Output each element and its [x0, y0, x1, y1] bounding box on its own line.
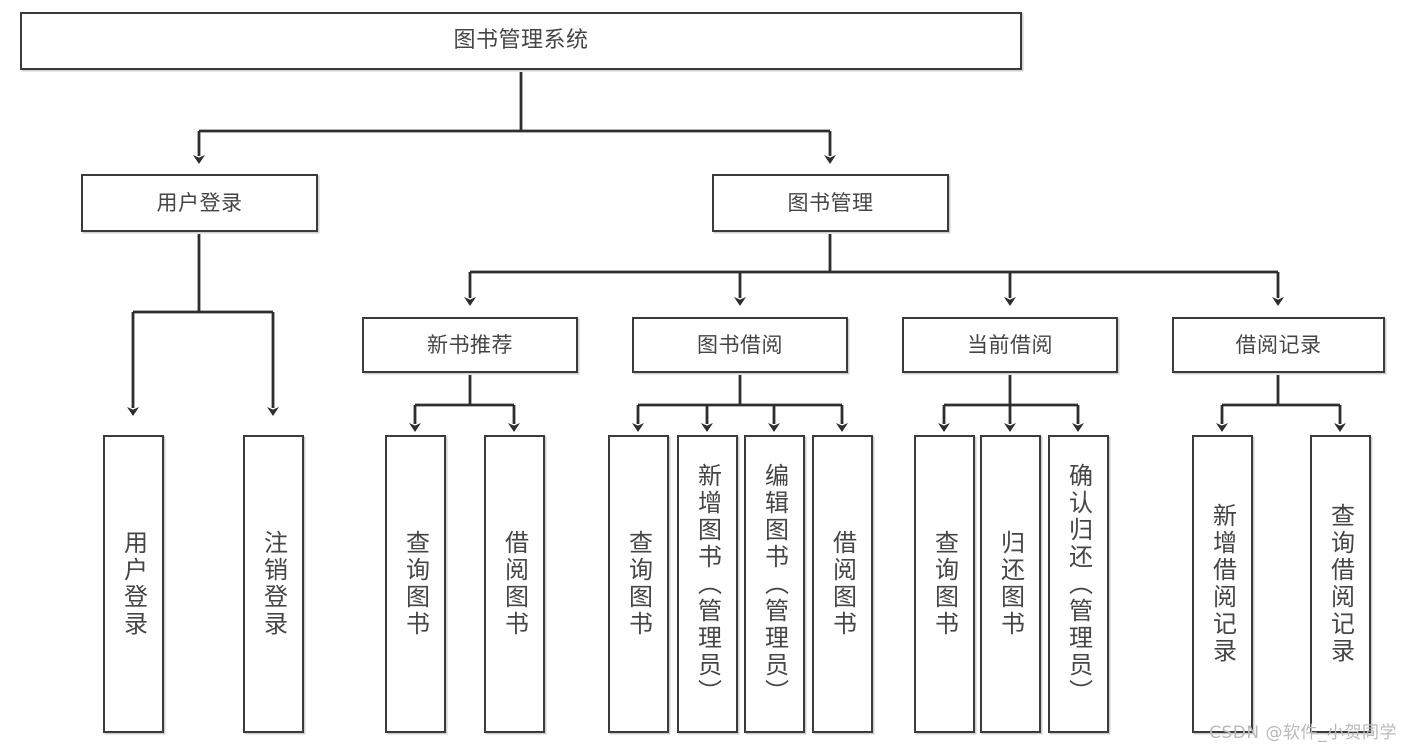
node-leaf-query-book-2-label: 查询图书: [624, 530, 653, 638]
node-leaf-add-record-label: 新增借阅记录: [1208, 503, 1237, 665]
node-leaf-edit-book[interactable]: 编辑图书（管理员）: [744, 435, 805, 733]
node-leaf-borrow-book-2[interactable]: 借阅图书: [812, 435, 873, 733]
node-leaf-user-logout[interactable]: 注销登录: [243, 435, 304, 733]
node-leaf-return-book-label: 归还图书: [996, 530, 1025, 638]
node-book-manage[interactable]: 图书管理: [712, 174, 949, 232]
watermark: CSDN @软件_小贺同学: [1209, 723, 1397, 743]
node-user-login-label: 用户登录: [156, 190, 243, 215]
node-leaf-user-login[interactable]: 用户登录: [103, 435, 164, 733]
node-leaf-confirm-return[interactable]: 确认归还（管理员）: [1048, 435, 1109, 733]
node-leaf-user-login-label: 用户登录: [119, 530, 148, 638]
node-root-label: 图书管理系统: [453, 28, 589, 54]
node-current-borrow[interactable]: 当前借阅: [902, 317, 1118, 373]
node-leaf-user-logout-label: 注销登录: [259, 530, 288, 638]
node-leaf-edit-book-label: 编辑图书（管理员）: [760, 462, 789, 706]
node-book-borrow-label: 图书借阅: [697, 332, 783, 357]
node-leaf-query-record-label: 查询借阅记录: [1326, 503, 1355, 665]
node-borrow-record[interactable]: 借阅记录: [1172, 317, 1385, 373]
node-current-borrow-label: 当前借阅: [967, 332, 1053, 357]
node-leaf-return-book[interactable]: 归还图书: [980, 435, 1041, 733]
node-leaf-borrow-book-1[interactable]: 借阅图书: [484, 435, 545, 733]
node-leaf-query-book-3[interactable]: 查询图书: [914, 435, 975, 733]
node-user-login[interactable]: 用户登录: [81, 174, 318, 232]
node-leaf-query-book-3-label: 查询图书: [930, 530, 959, 638]
node-book-borrow[interactable]: 图书借阅: [632, 317, 848, 373]
node-leaf-query-book-1[interactable]: 查询图书: [385, 435, 446, 733]
node-new-book-rec-label: 新书推荐: [427, 332, 513, 357]
node-leaf-query-record[interactable]: 查询借阅记录: [1310, 435, 1371, 733]
node-leaf-add-book[interactable]: 新增图书（管理员）: [677, 435, 738, 733]
node-borrow-record-label: 借阅记录: [1235, 332, 1322, 357]
node-leaf-borrow-book-1-label: 借阅图书: [500, 530, 529, 638]
node-leaf-confirm-return-label: 确认归还（管理员）: [1064, 462, 1093, 706]
node-new-book-rec[interactable]: 新书推荐: [362, 317, 578, 373]
node-leaf-add-book-label: 新增图书（管理员）: [693, 462, 722, 706]
node-root[interactable]: 图书管理系统: [20, 12, 1022, 70]
node-leaf-query-book-1-label: 查询图书: [401, 530, 430, 638]
node-leaf-add-record[interactable]: 新增借阅记录: [1192, 435, 1253, 733]
node-leaf-borrow-book-2-label: 借阅图书: [828, 530, 857, 638]
node-book-manage-label: 图书管理: [787, 190, 874, 215]
node-leaf-query-book-2[interactable]: 查询图书: [608, 435, 669, 733]
